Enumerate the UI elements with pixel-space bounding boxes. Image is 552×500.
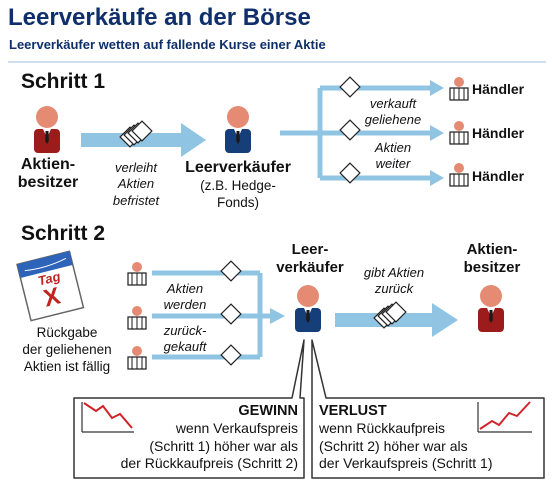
step2-seller-label: Leer-verkäufer bbox=[276, 241, 344, 276]
step1-label: Schritt 1 bbox=[21, 70, 106, 93]
step1-seller-icon bbox=[225, 106, 251, 153]
trader-label: Händler bbox=[472, 168, 525, 184]
step2-owner-label: Aktien-besitzer bbox=[463, 241, 521, 276]
page-subtitle: Leerverkäufer wetten auf fallende Kurse … bbox=[9, 37, 326, 52]
step1-owner-label: Aktien-besitzer bbox=[17, 156, 79, 192]
page-title: Leerverkäufe an der Börse bbox=[8, 4, 311, 31]
bought-back-label-2: zurück-gekauft bbox=[163, 323, 207, 355]
calendar-icon bbox=[16, 250, 85, 322]
step2-seller-icon bbox=[295, 285, 321, 332]
trend-chart-icon bbox=[81, 402, 134, 433]
loss-box bbox=[311, 339, 545, 479]
trader-label: Händler bbox=[472, 125, 525, 141]
step2-label: Schritt 2 bbox=[21, 222, 106, 245]
step2-owner-icon bbox=[478, 285, 504, 332]
step1-seller-label: Leerverkäufer (z.B. Hedge- Fonds) bbox=[185, 159, 291, 210]
sell-branch-lines bbox=[280, 85, 432, 181]
buyback-branch-lines bbox=[152, 270, 272, 360]
profit-box bbox=[73, 339, 305, 479]
trader-label: Händler bbox=[472, 81, 525, 97]
profit-text: GEWINN wenn Verkaufspreis (Schritt 1) hö… bbox=[120, 403, 298, 472]
step1-owner-icon bbox=[34, 106, 60, 153]
trend-chart-icon bbox=[477, 401, 532, 433]
loss-text: VERLUST wenn Rückkaufpreis (Schritt 2) h… bbox=[319, 403, 493, 472]
